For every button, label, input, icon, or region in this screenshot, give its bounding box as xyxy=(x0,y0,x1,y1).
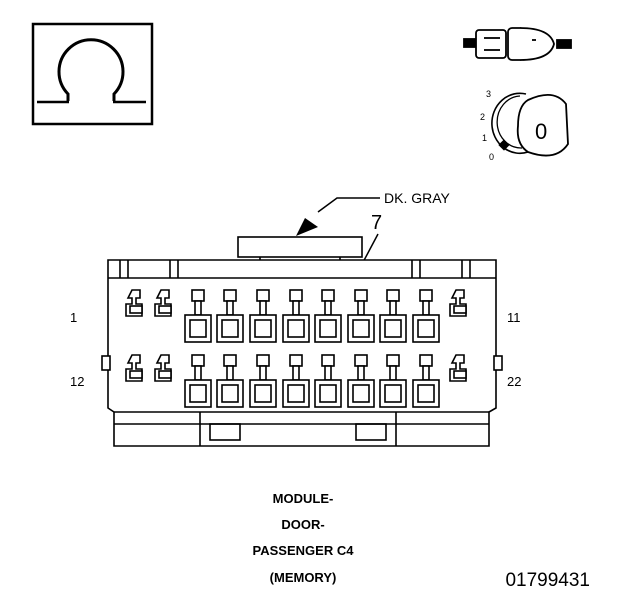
ohm-symbol-icon xyxy=(57,38,125,101)
cavity-5 xyxy=(249,289,277,343)
cavity-8 xyxy=(347,289,375,343)
switch-key-label: 0 xyxy=(535,119,547,144)
cavity-20 xyxy=(379,354,407,408)
cavity-4 xyxy=(216,289,244,343)
cavity-12 xyxy=(125,354,143,382)
cavity-18 xyxy=(314,354,342,408)
connector-pictogram-icon xyxy=(463,27,572,61)
ohm-symbol-box xyxy=(31,22,154,126)
pin-label-22: 22 xyxy=(507,374,521,389)
cavity-16 xyxy=(249,354,277,408)
cavity-19 xyxy=(347,354,375,408)
switch-position-0: 0 xyxy=(489,152,494,162)
cavity-11 xyxy=(449,289,467,317)
caption-line-1: MODULE- xyxy=(273,491,334,506)
wire-color-label: DK. GRAY xyxy=(384,190,451,206)
cavity-10 xyxy=(412,289,440,343)
figure-id: 01799431 xyxy=(505,570,590,591)
cavity-22 xyxy=(449,354,467,382)
cavity-14 xyxy=(184,354,212,408)
pin-label-11: 11 xyxy=(507,310,521,325)
cavity-13 xyxy=(154,354,172,382)
cavity-15 xyxy=(216,354,244,408)
caption-line-4: (MEMORY) xyxy=(270,570,337,585)
connector-cavities xyxy=(125,289,467,408)
cavity-6 xyxy=(282,289,310,343)
caption-line-3: PASSENGER C4 xyxy=(253,543,355,558)
cavity-7 xyxy=(314,289,342,343)
caption-line-2: DOOR- xyxy=(281,517,324,532)
pin-label-12: 12 xyxy=(70,374,84,389)
wire-callout-arrowhead xyxy=(296,218,318,236)
cavity-3 xyxy=(184,289,212,343)
cavity-2 xyxy=(154,289,172,317)
pin-label-1: 1 xyxy=(70,310,77,325)
cavity-1 xyxy=(125,289,143,317)
switch-position-1: 1 xyxy=(482,133,487,143)
switch-position-3: 3 xyxy=(486,89,491,99)
cavity-17 xyxy=(282,354,310,408)
ignition-switch-icon: 3 2 1 0 0 xyxy=(480,89,569,162)
cavity-9 xyxy=(379,289,407,343)
wire-color-callout: DK. GRAY xyxy=(296,190,451,236)
switch-position-2: 2 xyxy=(480,112,485,122)
pin7-label: 7 xyxy=(371,212,382,234)
cavity-21 xyxy=(412,354,440,408)
